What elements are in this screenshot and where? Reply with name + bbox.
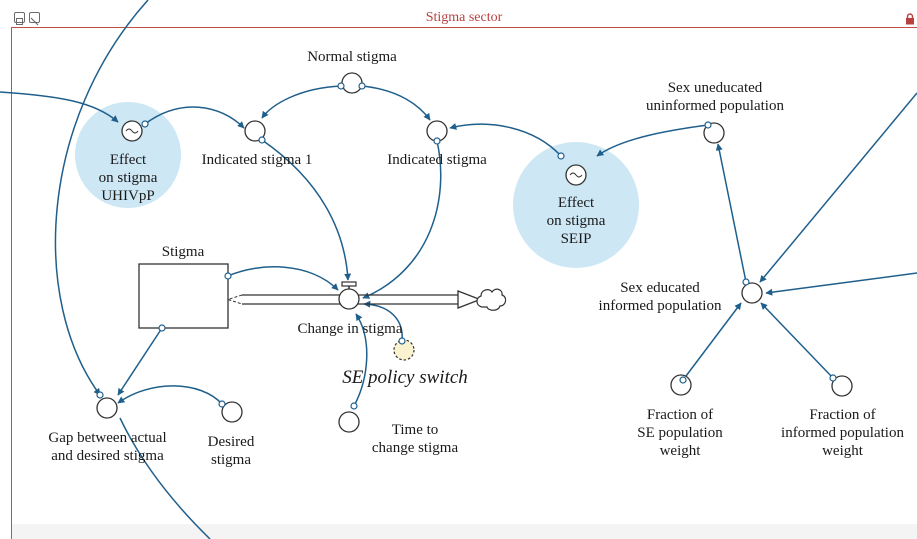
connector-ind1-to-flow[interactable] <box>261 139 352 281</box>
label-indicated-stigma: Indicated stigma <box>387 152 487 168</box>
connector-switch-to-flow[interactable] <box>363 300 403 342</box>
connector-ind-to-flow[interactable] <box>362 140 442 299</box>
sector-title: Stigma sector <box>425 10 503 25</box>
converter-time-to-change[interactable] <box>338 411 360 433</box>
connector-desired-to-gap[interactable] <box>117 385 223 405</box>
ghost-highlight-uhivpp <box>75 102 181 208</box>
converter-sex-educated[interactable] <box>741 282 763 304</box>
connector-fraction-informed-to-educated[interactable] <box>760 302 834 379</box>
connector-normal-to-ind1[interactable] <box>261 85 342 119</box>
converter-indicated-stigma-1[interactable] <box>244 120 266 142</box>
connector-gap-outgoing[interactable] <box>119 417 211 539</box>
lock-icon[interactable] <box>905 13 915 25</box>
label-normal-stigma: Normal stigma <box>307 49 397 65</box>
ghost-highlight-seip <box>513 142 639 268</box>
ghost-glyphs <box>125 128 583 178</box>
converter-fraction-informed[interactable] <box>831 375 853 397</box>
label-se-policy-switch: SE policy switch <box>342 367 468 388</box>
connector-uneducated-to-seip[interactable] <box>596 124 709 157</box>
connector-normal-to-ind[interactable] <box>361 85 431 121</box>
sector-title-bar: Stigma sector <box>11 9 917 28</box>
label-stigma: Stigma <box>161 244 205 260</box>
connector-incoming-right[interactable] <box>765 272 917 296</box>
connector-fraction-se-to-educated[interactable] <box>682 302 742 381</box>
label-change-in-stigma: Change in stigma <box>297 321 403 337</box>
expand-icon[interactable] <box>14 12 25 25</box>
connector-uhivpp-to-ind1[interactable] <box>144 106 245 129</box>
label-indicated-stigma-1: Indicated stigma 1 <box>201 152 313 168</box>
canvas-bottom-area <box>12 524 917 539</box>
converter-desired-stigma[interactable] <box>221 401 243 423</box>
connector-seip-to-ind[interactable] <box>449 123 562 157</box>
valve-icon[interactable] <box>338 281 360 310</box>
connector-incoming-left[interactable] <box>0 91 119 123</box>
connector-time-to-flow[interactable] <box>353 313 368 407</box>
collapse-icon[interactable] <box>29 12 40 26</box>
connector-stigma-to-gap[interactable] <box>117 327 163 396</box>
connector-stigma-to-flow[interactable] <box>227 266 339 291</box>
cloud-icon <box>476 288 507 311</box>
converter-normal-stigma[interactable] <box>341 72 363 94</box>
stock-stigma[interactable] <box>138 263 229 329</box>
connector-incoming-right-top[interactable] <box>759 92 917 283</box>
connector-top-to-gap[interactable] <box>54 0 149 396</box>
connector-educated-to-uneducated[interactable] <box>715 143 747 283</box>
converter-gap[interactable] <box>96 397 118 419</box>
